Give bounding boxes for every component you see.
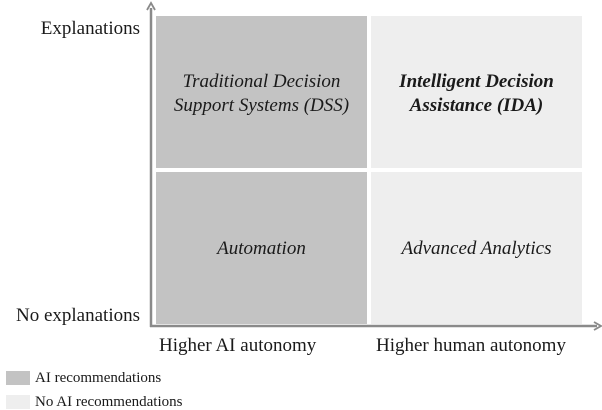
legend-swatch-ai bbox=[6, 371, 30, 385]
y-axis-top-label: Explanations bbox=[40, 18, 140, 39]
x-axis-right-label: Higher human autonomy bbox=[376, 335, 566, 356]
legend-label-no-ai: No AI recommendations bbox=[35, 394, 183, 410]
x-axis-left-label: Higher AI autonomy bbox=[159, 335, 317, 356]
legend-item-ai: AI recommendations bbox=[6, 370, 161, 386]
quadrant-top-right bbox=[371, 16, 582, 168]
y-axis-arrowhead bbox=[146, 1, 156, 11]
legend-label-ai: AI recommendations bbox=[35, 370, 162, 386]
x-axis-arrowhead bbox=[593, 321, 602, 331]
quadrant-top-left-label: Traditional Decision Support Systems (DS… bbox=[173, 71, 350, 116]
quadrant-bottom-left bbox=[156, 172, 367, 324]
quadrant-bottom-right-label: Advanced Analytics bbox=[401, 238, 552, 259]
legend-item-no-ai: No AI recommendations bbox=[6, 394, 182, 410]
legend-swatch-no-ai bbox=[6, 395, 30, 409]
quadrant-top-right-label: Intelligent Decision Assistance (IDA) bbox=[399, 71, 554, 116]
quadrant-bottom-right bbox=[371, 172, 582, 324]
quadrant-top-left bbox=[156, 16, 367, 168]
quadrant-bottom-left-label: Automation bbox=[217, 238, 306, 259]
y-axis-bottom-label: No explanations bbox=[15, 305, 140, 326]
